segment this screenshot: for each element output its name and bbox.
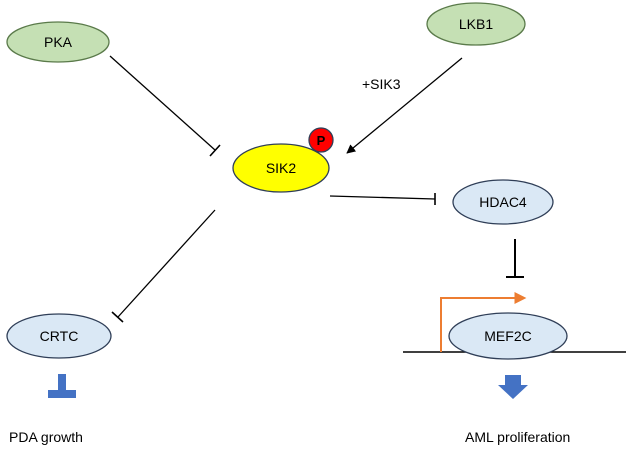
- edge-hdac4-inhibits-mef2c: [506, 239, 524, 278]
- edge-sik2-inhibits-hdac4: [329, 193, 436, 205]
- node-pka: PKA: [6, 21, 110, 63]
- transcription-start-arrow: [440, 292, 527, 352]
- phosphorylation-badge: P: [308, 127, 334, 153]
- node-hdac4: HDAC4: [452, 179, 554, 225]
- crtc-label: CRTC: [40, 328, 79, 344]
- lkb1-label: LKB1: [459, 16, 493, 32]
- pda-growth-block-icon: [48, 374, 76, 398]
- hdac4-label: HDAC4: [479, 194, 527, 210]
- mef2c-label: MEF2C: [484, 328, 531, 344]
- sik3-label: +SIK3: [362, 76, 401, 92]
- edge-lkb1-activates-sik2: [346, 57, 463, 154]
- node-sik2: SIK2: [232, 143, 330, 193]
- aml-proliferation-label: AML proliferation: [465, 429, 570, 445]
- pka-label: PKA: [44, 34, 73, 50]
- node-crtc: CRTC: [6, 313, 112, 359]
- edge-pka-inhibits-sik2: [109, 55, 221, 157]
- node-lkb1: LKB1: [426, 2, 526, 46]
- sik2-label: SIK2: [266, 160, 297, 176]
- phosphorylation-label: P: [317, 133, 326, 148]
- aml-proliferation-down-arrow-icon: [498, 375, 528, 399]
- edge-sik2-inhibits-crtc: [111, 209, 216, 323]
- node-mef2c: MEF2C: [448, 312, 568, 360]
- pda-growth-label: PDA growth: [9, 429, 83, 445]
